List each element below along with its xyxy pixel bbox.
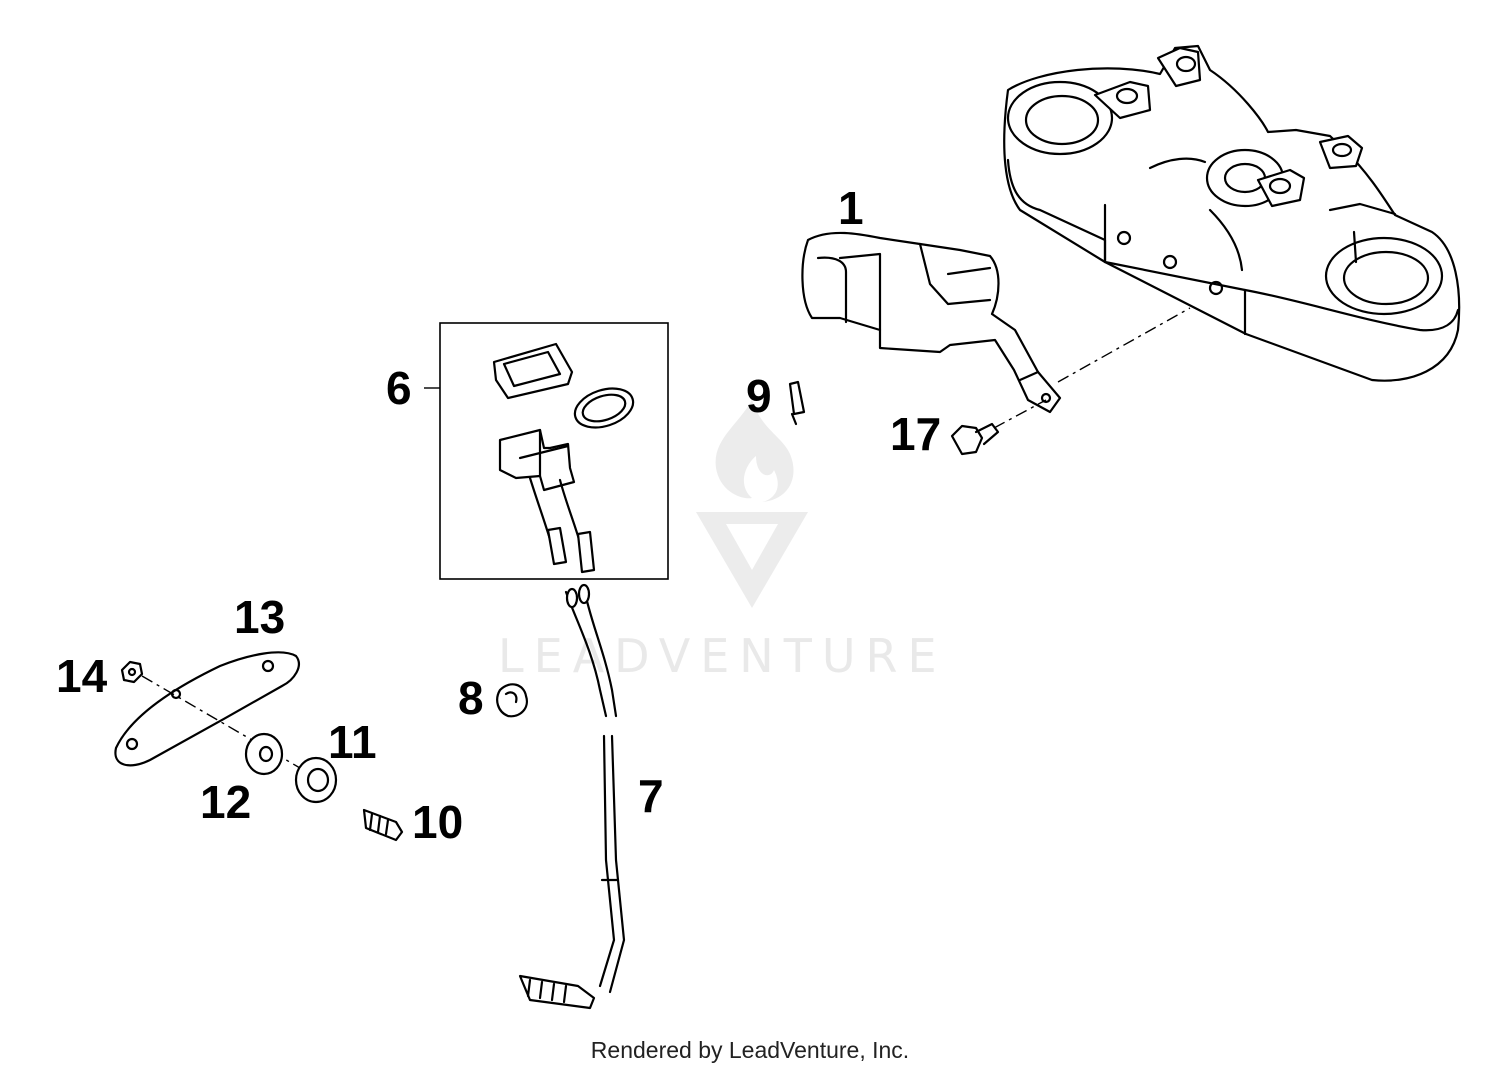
part-13-plate: [114, 651, 300, 767]
part-9-bulb: [788, 380, 806, 426]
part-1-bracket: [801, 231, 1062, 414]
part-8-clip: [496, 683, 528, 718]
callout-labels: 1 6 7 8 9 10 11 12 13 14 17: [56, 182, 941, 848]
flame-logo-icon: [696, 400, 808, 608]
callout-7: 7: [638, 770, 664, 822]
part-17-bolt: [950, 422, 1000, 456]
callout-11: 11: [328, 716, 377, 768]
part-14-nut: [120, 660, 144, 684]
part-10-screw: [362, 808, 404, 842]
callout-12: 12: [200, 776, 251, 828]
callout-6: 6: [386, 362, 412, 414]
part-7-cable: [518, 583, 626, 1010]
leader-line-17: [993, 399, 1047, 429]
part-11-bushing: [294, 756, 338, 804]
callout-1: 1: [838, 182, 864, 234]
callout-14: 14: [56, 650, 108, 702]
leader-line-1: [1057, 307, 1191, 383]
watermark-text: LEADVENTURE: [498, 629, 947, 683]
triple-clamp: [1003, 44, 1461, 382]
footer-credit: Rendered by LeadVenture, Inc.: [591, 1037, 909, 1063]
leadventure-watermark: LEADVENTURE: [498, 400, 947, 683]
callout-17: 17: [890, 408, 941, 460]
part-12-washer: [244, 732, 284, 776]
callout-8: 8: [458, 672, 484, 724]
callout-9: 9: [746, 370, 772, 422]
callout-13: 13: [234, 591, 285, 643]
part-6-kit: [424, 322, 669, 580]
callout-10: 10: [412, 796, 463, 848]
